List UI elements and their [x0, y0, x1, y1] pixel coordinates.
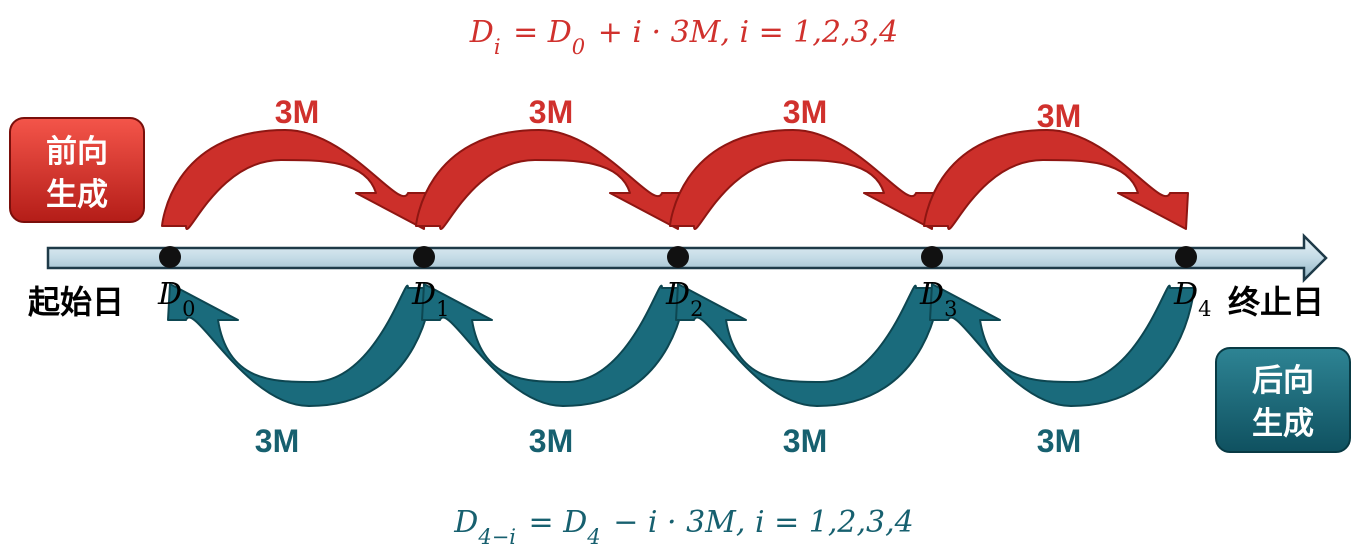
- backward-generation-box: 后向 生成: [1215, 347, 1351, 453]
- point-dot: [413, 246, 435, 268]
- backward-interval-label: 3M: [1037, 423, 1081, 459]
- end-date-label: 终止日: [1228, 283, 1324, 321]
- backward-box-line1: 后向: [1252, 363, 1314, 399]
- backward-formula: D4−i = D4 − i · 3M, i = 1,2,3,4: [453, 505, 913, 549]
- backward-arrow: [167, 283, 433, 407]
- forward-arrow: [923, 129, 1189, 230]
- backward-interval-label: 3M: [783, 423, 827, 459]
- forward-formula: Di = D0 + i · 3M, i = 1,2,3,4: [469, 15, 898, 59]
- points-layer: D0 D1 D2 D3 D4: [157, 246, 1211, 321]
- backward-arrow: [929, 283, 1195, 407]
- point-dot: [1175, 246, 1197, 268]
- forward-generation-box: 前向 生成: [9, 117, 145, 223]
- point-label: D0: [157, 277, 195, 321]
- point-label: D4: [1173, 277, 1211, 321]
- point-dot: [159, 246, 181, 268]
- timeline-point: D4: [1173, 246, 1211, 321]
- forward-arrow: [669, 129, 935, 230]
- backward-box-line2: 生成: [1252, 406, 1314, 442]
- backward-interval-label: 3M: [529, 423, 573, 459]
- point-label: D1: [411, 277, 449, 321]
- timeline-point: D0: [157, 246, 195, 321]
- point-dot: [667, 246, 689, 268]
- forward-box-line2: 生成: [46, 177, 108, 213]
- forward-interval-label: 3M: [529, 94, 573, 130]
- arrows-layer: 3M 3M 3M 3M 3M 3M 3M 3M: [161, 94, 1195, 459]
- point-label: D3: [919, 277, 957, 321]
- backward-arrow: [675, 283, 941, 407]
- point-label: D2: [665, 277, 703, 321]
- timeline-point: D3: [919, 246, 957, 321]
- forward-box-line1: 前向: [46, 134, 108, 170]
- forward-interval-label: 3M: [275, 94, 319, 130]
- point-dot: [921, 246, 943, 268]
- forward-arrow: [415, 129, 681, 230]
- backward-interval-label: 3M: [255, 423, 299, 459]
- start-date-label: 起始日: [28, 283, 124, 321]
- backward-arrow: [421, 283, 687, 407]
- forward-interval-label: 3M: [783, 94, 827, 130]
- timeline-point: D2: [665, 246, 703, 321]
- timeline-point: D1: [411, 246, 449, 321]
- forward-arrow: [161, 129, 427, 230]
- forward-interval-label: 3M: [1037, 98, 1081, 134]
